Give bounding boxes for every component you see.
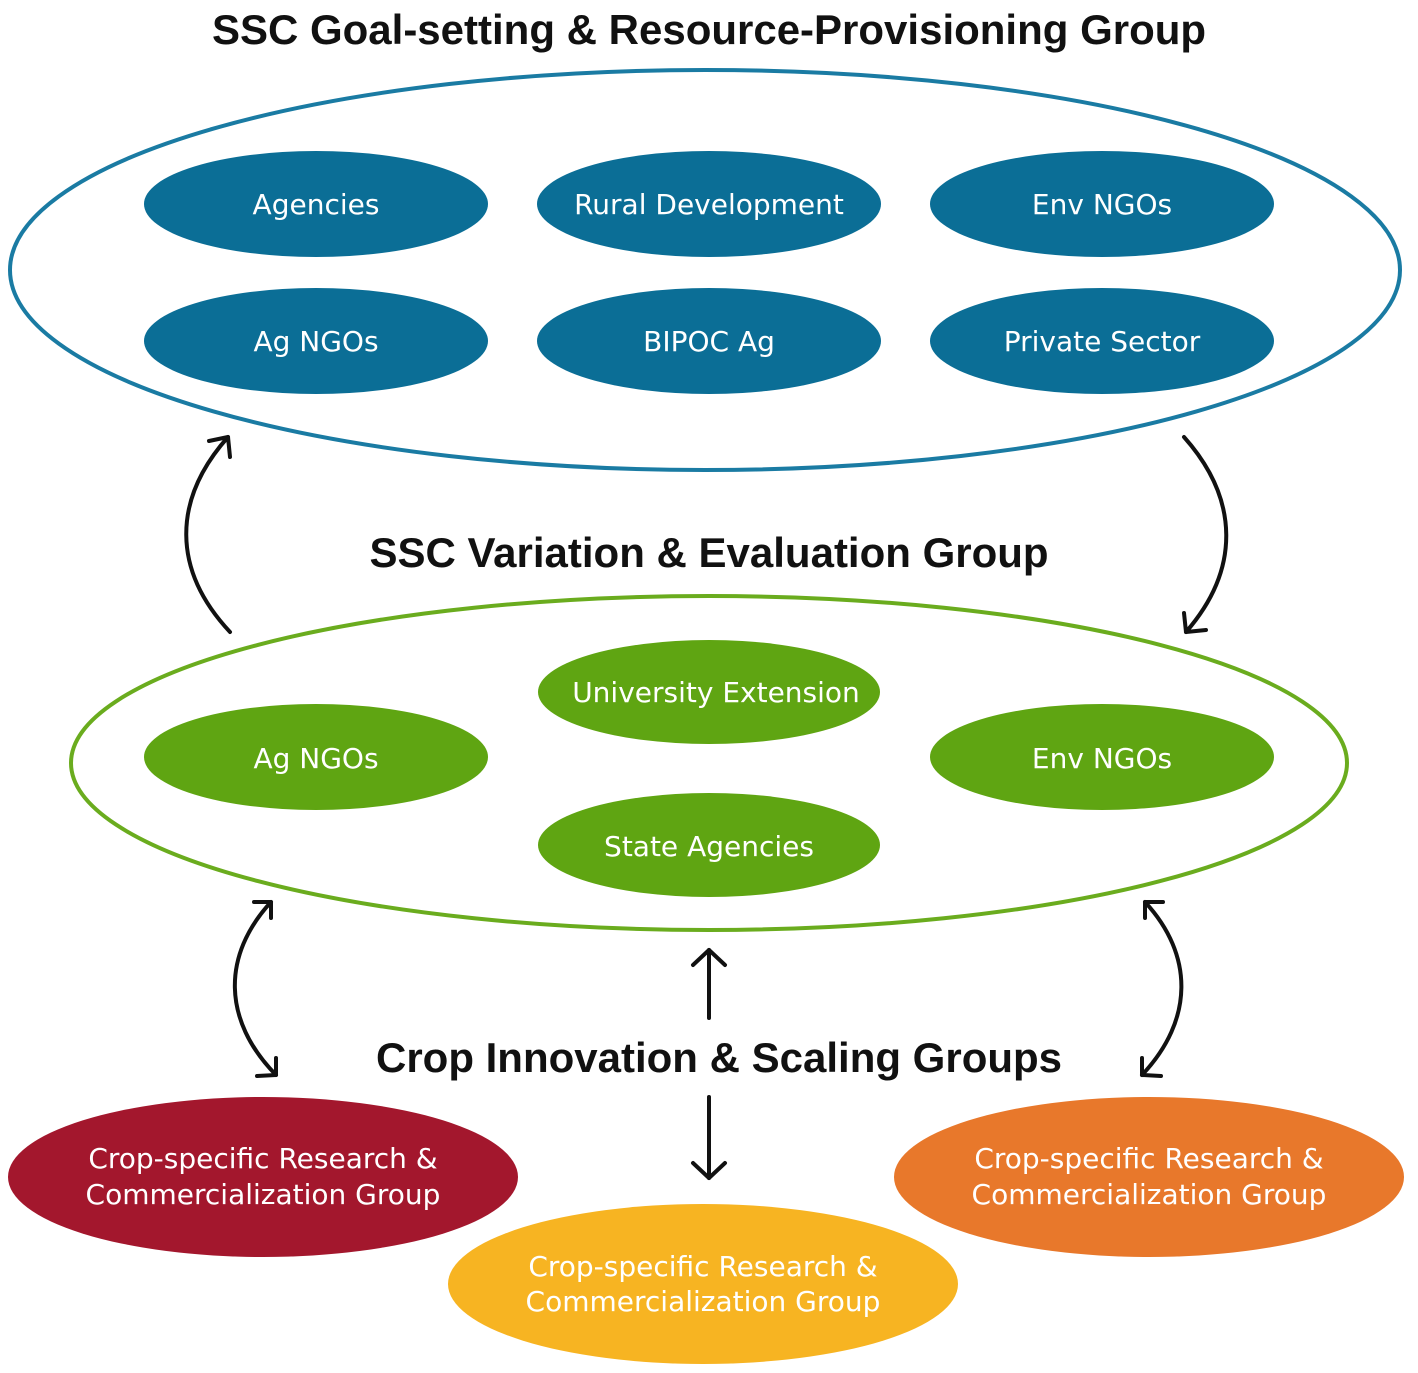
variation-node-env-ngos: Env NGOs — [930, 704, 1274, 810]
arrow-goal-to-variation — [1182, 435, 1229, 634]
variation-node-label: State Agencies — [604, 830, 814, 863]
variation-group-boundary — [69, 594, 1349, 932]
goal-node-label: Rural Development — [574, 188, 844, 221]
variation-group-title: SSC Variation & Evaluation Group — [369, 529, 1048, 576]
variation-node-ag-ngos: Ag NGOs — [144, 704, 488, 810]
arrow-variation-red-crop — [232, 900, 278, 1078]
arrow-variation-center-up — [691, 948, 727, 1020]
variation-node-label: Ag NGOs — [253, 742, 378, 775]
crop-group-label: Crop-specific Research & — [528, 1250, 877, 1283]
goal-node-env-ngos: Env NGOs — [930, 151, 1274, 257]
crop-group-label: Commercialization Group — [526, 1285, 881, 1318]
arrow-variation-orange-crop — [1140, 900, 1184, 1078]
arrow-center-down-to-yellow-crop — [691, 1095, 727, 1180]
goal-node-ag-ngos: Ag NGOs — [144, 288, 488, 394]
crop-group-orange: Crop-specific Research & Commercializati… — [894, 1097, 1404, 1257]
crop-group-red: Crop-specific Research & Commercializati… — [8, 1097, 518, 1257]
crop-groups-title: Crop Innovation & Scaling Groups — [376, 1034, 1062, 1081]
goal-node-rural-development: Rural Development — [537, 151, 881, 257]
goal-node-label: Agencies — [253, 188, 380, 221]
variation-node-label: University Extension — [572, 676, 860, 709]
goal-node-label: Env NGOs — [1032, 188, 1172, 221]
goal-group-title: SSC Goal-setting & Resource-Provisioning… — [212, 6, 1206, 53]
crop-group-label: Commercialization Group — [86, 1178, 441, 1211]
goal-node-agencies: Agencies — [144, 151, 488, 257]
goal-node-label: BIPOC Ag — [643, 325, 775, 358]
goal-node-bipoc-ag: BIPOC Ag — [537, 288, 881, 394]
goal-node-label: Private Sector — [1004, 325, 1201, 358]
variation-node-label: Env NGOs — [1032, 742, 1172, 775]
crop-group-yellow: Crop-specific Research & Commercializati… — [448, 1204, 958, 1364]
variation-node-state-agencies: State Agencies — [538, 793, 880, 897]
goal-group-boundary — [8, 68, 1402, 472]
crop-group-label: Crop-specific Research & — [974, 1142, 1323, 1175]
goal-node-label: Ag NGOs — [253, 325, 378, 358]
goal-node-private-sector: Private Sector — [930, 288, 1274, 394]
arrow-variation-to-goal — [184, 435, 232, 634]
crop-group-label: Crop-specific Research & — [88, 1142, 437, 1175]
variation-node-university-extension: University Extension — [538, 640, 880, 744]
crop-group-label: Commercialization Group — [972, 1178, 1327, 1211]
